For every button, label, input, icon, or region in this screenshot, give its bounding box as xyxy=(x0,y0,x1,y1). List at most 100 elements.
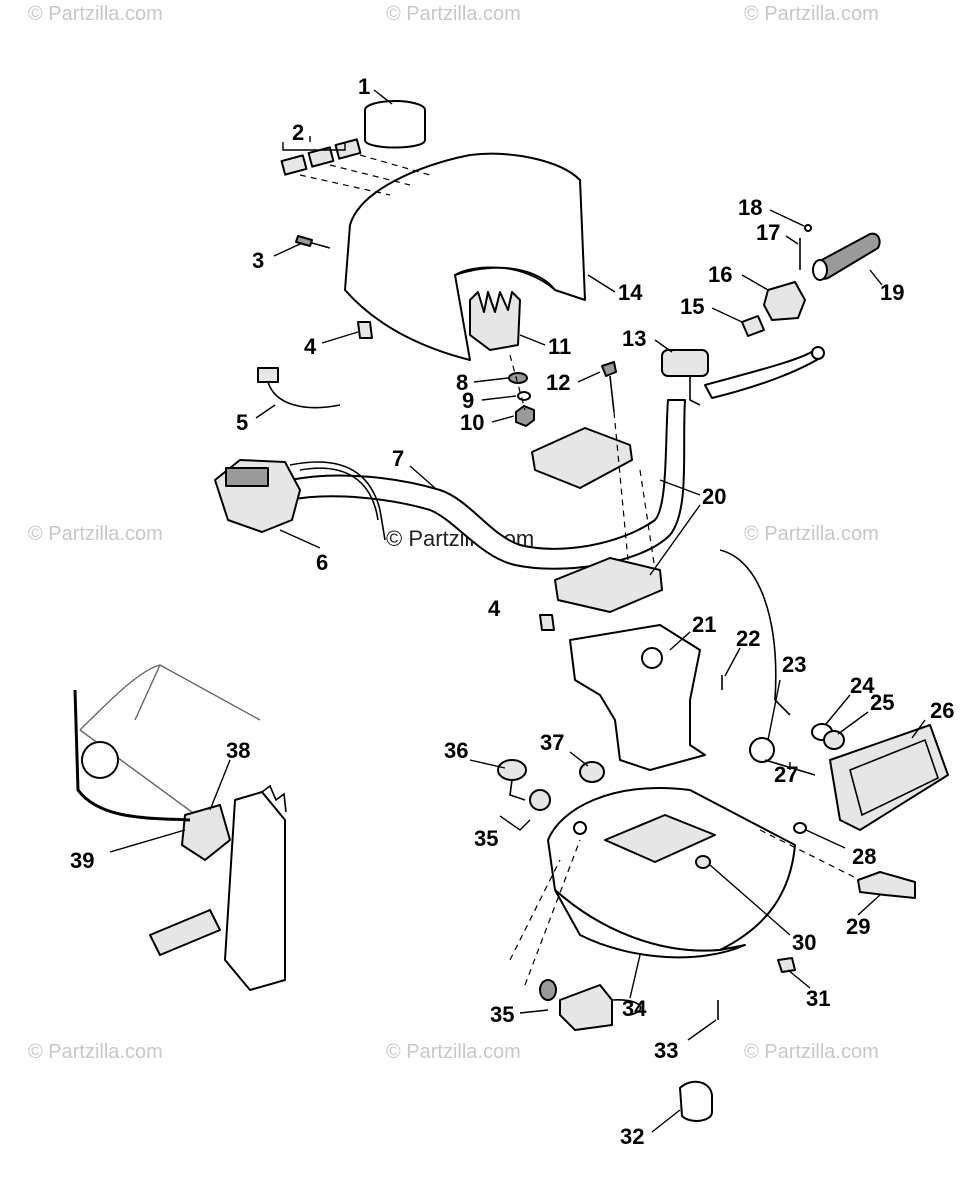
clamp-guide-a xyxy=(613,411,629,561)
speed-nut-lower xyxy=(539,614,555,631)
switch-35-knob xyxy=(539,979,557,1001)
sensor-wire xyxy=(73,689,191,822)
leader-4a xyxy=(321,331,359,344)
brake-disc xyxy=(224,791,286,991)
callout-28: 28 xyxy=(852,844,876,869)
callout-33: 33 xyxy=(654,1038,678,1063)
callout-3: 3 xyxy=(252,248,264,273)
switch-group xyxy=(497,759,796,1122)
switch-cables xyxy=(289,461,386,541)
callout-9: 9 xyxy=(462,388,474,413)
pod-mount-bracket xyxy=(469,291,521,351)
callout-labels: 1 2 3 4 5 6 7 8 9 10 11 12 13 14 15 16 1… xyxy=(70,74,954,1149)
leader-35b xyxy=(519,1009,549,1014)
callout-32: 32 xyxy=(620,1124,644,1149)
callout-19: 19 xyxy=(880,280,904,305)
callout-13: 13 xyxy=(622,326,646,351)
leader-10 xyxy=(491,415,515,423)
callout-12: 12 xyxy=(546,370,570,395)
leader-18 xyxy=(769,209,805,227)
fastener-guide xyxy=(509,354,526,411)
adjuster-gear xyxy=(749,737,775,763)
callout-38: 38 xyxy=(226,738,250,763)
master-cylinder-mount xyxy=(689,376,701,406)
headlight-pod-group xyxy=(280,100,586,427)
frame-pivot xyxy=(81,741,119,779)
callout-17: 17 xyxy=(756,220,780,245)
grommet-30 xyxy=(695,855,711,869)
bolt-12-shaft xyxy=(609,375,615,413)
watermark-mid-left: © Partzilla.com xyxy=(28,523,163,545)
bolt-12-head xyxy=(601,361,617,377)
callout-23: 23 xyxy=(782,652,806,677)
switch-top xyxy=(225,467,269,487)
leader-19 xyxy=(869,269,883,286)
indicator-guides xyxy=(299,154,431,196)
callout-8: 8 xyxy=(456,370,468,395)
clip-31 xyxy=(777,957,796,973)
watermark-top-center: © Partzilla.com xyxy=(386,3,521,25)
callout-2: 2 xyxy=(292,120,304,145)
handlebar xyxy=(289,399,686,570)
headlight-group xyxy=(719,549,949,899)
speed-nut-upper xyxy=(357,321,373,339)
callout-34: 34 xyxy=(622,996,647,1021)
callout-22: 22 xyxy=(736,626,760,651)
o-ring xyxy=(793,822,807,834)
watermark-bottom-right: © Partzilla.com xyxy=(744,1041,879,1063)
leader-9 xyxy=(481,395,517,401)
callout-20: 20 xyxy=(702,484,726,509)
leader-38 xyxy=(209,759,231,811)
leader-33 xyxy=(687,1019,717,1041)
mounting-bracket xyxy=(569,624,706,771)
leader-11 xyxy=(519,334,546,346)
indicator-light-a xyxy=(280,154,308,176)
brake-caliper xyxy=(181,804,231,861)
leader-23 xyxy=(767,679,781,741)
connector-plug xyxy=(257,367,279,383)
callout-29: 29 xyxy=(846,914,870,939)
leader-30 xyxy=(709,864,791,936)
switch-35-guides xyxy=(509,839,581,986)
leader-39 xyxy=(109,829,186,853)
leader-37 xyxy=(569,751,589,767)
callout-6: 6 xyxy=(316,550,328,575)
leader-3 xyxy=(273,243,301,257)
leader-35a xyxy=(499,815,531,831)
watermark-top-right: © Partzilla.com xyxy=(744,3,879,25)
leader-26 xyxy=(911,719,926,739)
callout-37: 37 xyxy=(540,730,564,755)
leader-22 xyxy=(724,647,741,677)
callout-27: 27 xyxy=(774,762,798,787)
brake-master-cylinder xyxy=(661,349,709,377)
leader-16 xyxy=(741,274,769,291)
headlight-pod xyxy=(344,152,586,361)
leader-12 xyxy=(577,371,601,383)
headlight-lens xyxy=(849,738,939,817)
latch-guide xyxy=(759,829,861,881)
washer-8 xyxy=(508,372,528,384)
brake-lever xyxy=(704,349,821,399)
callout-36: 36 xyxy=(444,738,468,763)
watermark-top-left: © Partzilla.com xyxy=(28,3,163,25)
leader-36 xyxy=(469,759,506,769)
washer-9 xyxy=(517,391,531,401)
callout-21: 21 xyxy=(692,612,716,637)
leader-31 xyxy=(787,969,811,989)
leader-1 xyxy=(373,89,393,105)
clamp-lower xyxy=(554,557,663,613)
pod-inner-rim xyxy=(454,266,556,291)
leader-14 xyxy=(587,274,616,293)
indicator-light-c xyxy=(334,138,362,160)
throttle-sleeve xyxy=(741,315,765,337)
callout-35-upper: 35 xyxy=(474,826,498,851)
leader-34 xyxy=(629,954,641,999)
lever-ball xyxy=(811,346,825,360)
leader-15 xyxy=(711,307,743,323)
leader-20 xyxy=(649,479,701,576)
bracket-hole xyxy=(641,647,663,669)
leader-13 xyxy=(654,339,673,353)
callout-18: 18 xyxy=(738,195,762,220)
callout-4-upper: 4 xyxy=(304,334,317,359)
